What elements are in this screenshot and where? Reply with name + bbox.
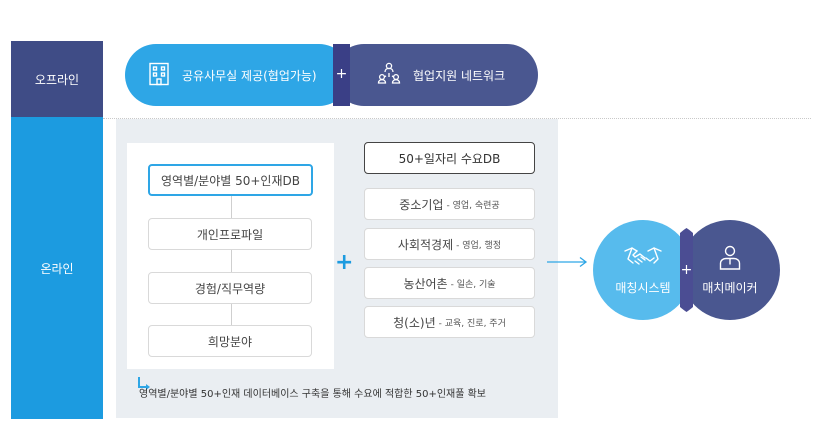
demand-item-social: 사회적경제- 영업, 행정	[364, 228, 535, 260]
demand-item-youth: 청(소)년- 교육, 진로, 주거	[364, 306, 535, 338]
talent-item-hope: 희망분야	[148, 325, 312, 357]
matching-system-label: 매칭시스템	[615, 281, 671, 295]
matching-system-circle: 매칭시스템	[593, 220, 693, 320]
result-plus: +	[680, 262, 693, 278]
demand-item-sme: 중소기업- 영업, 숙련공	[364, 188, 535, 220]
matchmaker-label: 매치메이커	[702, 281, 758, 295]
demand-item-sub: - 영업, 행정	[456, 240, 502, 251]
handshake-icon	[624, 244, 662, 273]
demand-db-title: 50+일자리 수요DB	[364, 142, 535, 174]
demand-item-main: 청(소)년	[393, 315, 436, 330]
offline-label-text: 오프라인	[34, 72, 80, 87]
online-plus: +	[335, 250, 354, 275]
talent-connector-line	[231, 196, 232, 325]
online-label: 온라인	[11, 117, 103, 419]
circle-overlap	[680, 228, 693, 312]
building-icon	[148, 62, 170, 89]
online-label-text: 온라인	[40, 261, 74, 276]
footnote: 영역별/분야별 50+인재 데이터베이스 구축을 통해 수요에 적합한 50+인…	[139, 389, 487, 400]
corner-arrow-icon	[138, 377, 150, 390]
demand-item-sub: - 교육, 진로, 주거	[438, 318, 506, 329]
pill-overlap	[333, 44, 350, 106]
demand-item-main: 중소기업	[399, 197, 444, 212]
demand-item-main: 사회적경제	[397, 237, 454, 252]
matchmaker-circle: 매치메이커	[680, 220, 780, 320]
offline-plus: +	[335, 66, 348, 82]
offline-network-pill: 협업지원 네트워크	[333, 44, 538, 106]
demand-item-sub: - 영업, 숙련공	[446, 200, 500, 211]
talent-item-experience: 경험/직무역량	[148, 272, 312, 304]
arrow-right-icon	[547, 256, 588, 268]
offline-label: 오프라인	[11, 41, 103, 117]
demand-item-sub: - 일손, 기술	[450, 279, 496, 290]
network-label: 협업지원 네트워크	[413, 68, 506, 83]
talent-item-profile: 개인프로파일	[148, 218, 312, 250]
network-people-icon	[377, 61, 401, 90]
demand-item-rural: 농산어촌- 일손, 기술	[364, 267, 535, 299]
talent-db-title: 영역별/분야별 50+인재DB	[148, 164, 313, 196]
offline-office-pill: 공유사무실 제공(협업가능)	[125, 44, 350, 106]
person-icon	[717, 244, 743, 273]
section-divider	[103, 118, 811, 119]
office-label: 공유사무실 제공(협업가능)	[182, 68, 317, 83]
demand-item-main: 농산어촌	[403, 276, 448, 291]
